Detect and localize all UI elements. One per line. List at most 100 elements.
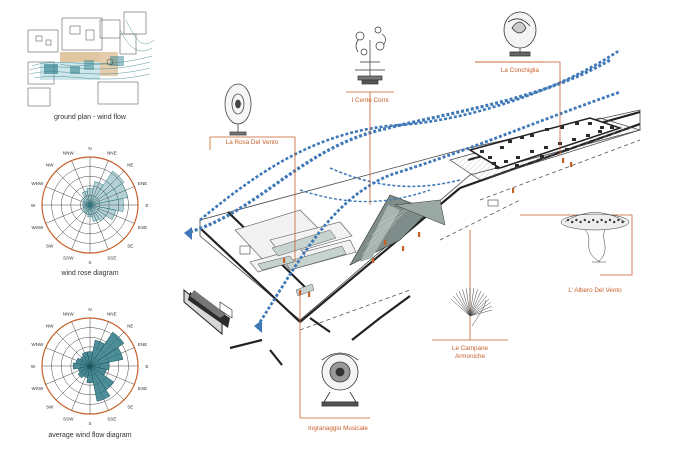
rose-petal — [86, 351, 94, 367]
rose-petal — [89, 204, 107, 222]
bell-rod — [469, 295, 488, 317]
compass-label: SE — [127, 243, 133, 248]
compass-label: ESE — [138, 386, 147, 391]
wind-rose-sculpture-icon — [224, 83, 252, 136]
rose-petal — [77, 365, 91, 379]
rose-petal — [87, 204, 93, 218]
building-column — [588, 122, 592, 125]
tree-node — [604, 220, 608, 224]
building-column — [480, 150, 484, 153]
building-column — [545, 128, 549, 131]
musical-gear-sculpture-icon — [321, 352, 359, 407]
label-la-rosa-del-vento: La Rosa Del Vento — [226, 139, 279, 146]
rose-petal — [89, 365, 111, 402]
avg-wind-caption: average wind flow diagram — [48, 432, 131, 439]
compass-label: S — [88, 421, 91, 426]
wind-arrow-icon — [184, 227, 192, 240]
label-albero-del-vento: L' Albero Del Vento — [568, 287, 622, 294]
compass-label: NW — [46, 163, 54, 168]
rose-petal — [89, 331, 125, 367]
building-column — [530, 134, 534, 137]
compass-label: NNE — [107, 150, 117, 155]
label-ingranaggio-musicale: Ingranaggio Musicale — [308, 425, 368, 432]
compass-label: W — [31, 364, 36, 369]
rose-petal — [89, 361, 110, 371]
compass-label: SW — [46, 243, 54, 248]
compass-label: NNE — [107, 311, 117, 316]
person-figure — [283, 258, 286, 263]
tree-node — [596, 220, 599, 224]
building-column — [572, 138, 576, 141]
compass-label: N — [88, 146, 91, 151]
tree-node — [583, 218, 587, 222]
tree-node — [570, 220, 574, 224]
wind-tree-sculpture-icon — [560, 211, 630, 263]
compass-label: SSE — [107, 256, 116, 261]
bell-rod — [469, 302, 491, 317]
compass-label: SSW — [63, 256, 74, 261]
compass-label: ENE — [138, 342, 147, 347]
building-column — [598, 130, 602, 133]
compass-label: S — [88, 260, 91, 265]
rose-petal — [89, 198, 124, 212]
building-column — [495, 166, 499, 169]
compass-label: W — [31, 203, 36, 208]
rose-petal — [89, 346, 124, 367]
rose-petal — [86, 365, 94, 384]
compass-label: NNW — [63, 311, 75, 316]
bell-rod — [452, 295, 471, 317]
label-le-campane-2: Armoniche — [455, 353, 486, 360]
compass-label: WNW — [31, 181, 44, 186]
compass-label: N — [88, 307, 91, 312]
tree-node — [621, 220, 624, 224]
compass-label: SSW — [63, 417, 74, 422]
tree-node — [591, 218, 595, 222]
tree-node — [575, 218, 578, 222]
compass-label: SW — [46, 404, 54, 409]
building-column — [515, 164, 519, 167]
compass-label: NW — [46, 324, 54, 329]
entrance-block — [183, 288, 233, 336]
building-column — [520, 136, 524, 139]
wind-rose-caption: wind rose diagram — [60, 270, 118, 277]
callout-leaders — [209, 61, 633, 419]
bell-rod — [469, 309, 493, 317]
building-column — [540, 155, 544, 158]
building-column — [508, 140, 512, 143]
rose-petal — [89, 204, 100, 222]
building-column — [516, 156, 520, 159]
bell-rod — [469, 288, 475, 317]
compass-label: NE — [127, 324, 133, 329]
rose-petal — [72, 362, 91, 370]
bell-rod — [450, 298, 471, 317]
rose-petal — [81, 204, 91, 214]
wind-arrow-icon — [254, 320, 262, 333]
label-i-cento-corni: I Cento Corni — [351, 97, 388, 104]
building-column — [492, 162, 496, 165]
building-column — [560, 126, 564, 129]
building-column — [565, 148, 569, 151]
person-figure — [402, 246, 405, 251]
label-la-conchiglia: La Conchiglia — [501, 67, 540, 74]
compass-label: E — [145, 203, 148, 208]
compass-label: ESE — [138, 225, 147, 230]
rose-petal — [89, 170, 125, 206]
compass-label: NNW — [63, 150, 75, 155]
building-column — [575, 122, 579, 125]
bell-rod — [465, 288, 471, 317]
site-axonometric — [199, 109, 642, 366]
compass-label: WNW — [31, 342, 44, 347]
bell-rod — [469, 290, 482, 317]
shell-sculpture-icon — [503, 11, 537, 57]
building-column — [500, 146, 504, 149]
tree-node — [566, 218, 570, 222]
tree-node — [587, 220, 591, 224]
rose-petal — [86, 187, 94, 206]
building-column — [488, 156, 492, 159]
building-column — [544, 146, 548, 149]
tree-node — [608, 218, 612, 222]
compass-label: SE — [127, 404, 133, 409]
horns-sculpture-icon — [355, 26, 386, 85]
